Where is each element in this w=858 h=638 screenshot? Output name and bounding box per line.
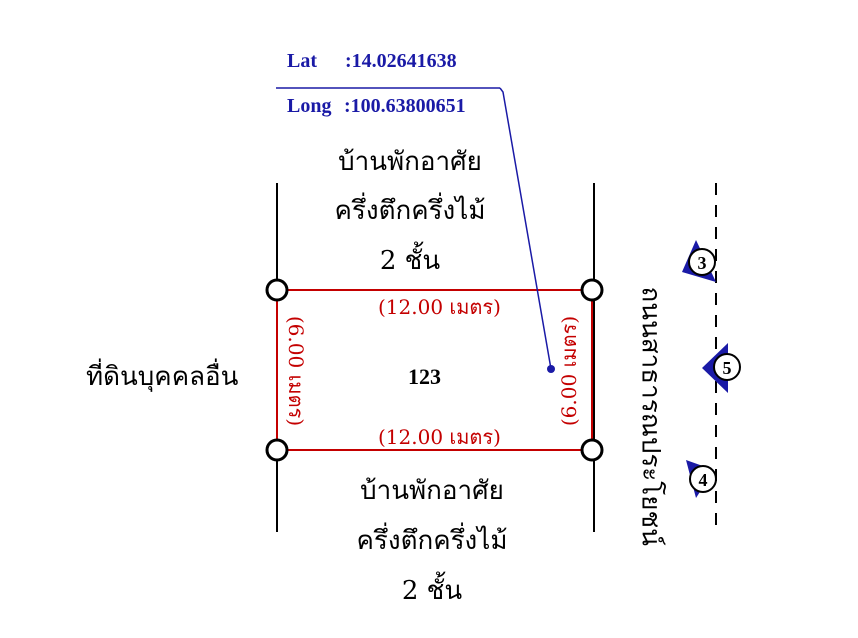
latitude-value: :14.02641638 bbox=[345, 50, 457, 72]
road-name-label: ถนนสาธารณประโยชน์ bbox=[635, 286, 666, 546]
south-neighbor-line-2: ครึ่งตึกครึ่งไม้ bbox=[356, 526, 508, 556]
location-pin bbox=[547, 365, 555, 373]
corner-marker bbox=[580, 438, 604, 462]
plot-number: 123 bbox=[408, 364, 441, 389]
road-marker-5-label: 5 bbox=[723, 358, 732, 378]
south-neighbor-line-3: 2 ชั้น bbox=[401, 576, 463, 606]
road-marker-3-label: 3 bbox=[698, 253, 707, 273]
road-marker-5 bbox=[702, 343, 741, 393]
corner-marker bbox=[580, 278, 604, 302]
north-neighbor-line-3: 2 ชั้น bbox=[379, 246, 441, 276]
south-neighbor-line-1: บ้านพักอาศัย bbox=[360, 476, 504, 506]
top-dimension-label: (12.00 เมตร) bbox=[378, 295, 501, 319]
west-neighbor-label: ที่ดินบุคคลอื่น bbox=[86, 362, 239, 392]
road-marker-3 bbox=[682, 240, 716, 282]
corner-marker bbox=[265, 438, 289, 462]
bottom-dimension-label: (12.00 เมตร) bbox=[378, 425, 501, 449]
longitude-value: :100.63800651 bbox=[344, 95, 466, 117]
left-dimension-label: (6.00 เมตร) bbox=[284, 315, 308, 427]
plot-boundary bbox=[276, 289, 593, 451]
road-marker-4-label: 4 bbox=[699, 470, 708, 490]
right-dimension-label: (6.00 เมตร) bbox=[557, 315, 581, 427]
coordinate-leader-line bbox=[499, 87, 552, 370]
north-neighbor-line-1: บ้านพักอาศัย bbox=[338, 147, 482, 177]
corner-marker bbox=[265, 278, 289, 302]
north-neighbor-line-2: ครึ่งตึกครึ่งไม้ bbox=[334, 196, 486, 226]
road-marker-4 bbox=[686, 460, 717, 498]
longitude-label: Long bbox=[287, 95, 332, 117]
latitude-label: Lat bbox=[287, 50, 317, 72]
